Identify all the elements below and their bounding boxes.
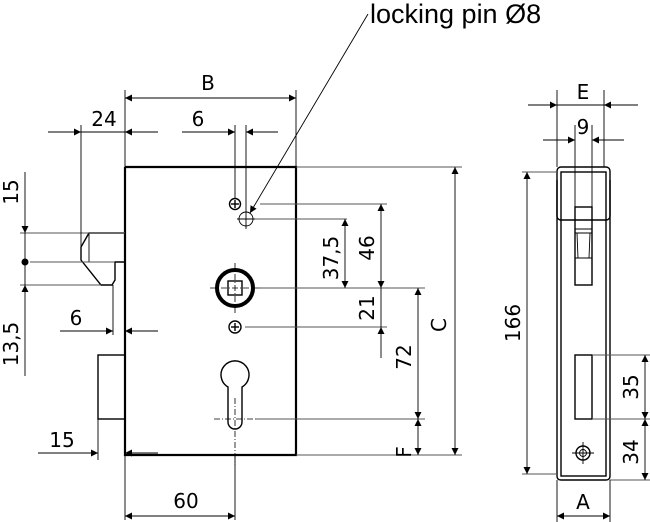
dim-166: 166 bbox=[501, 304, 525, 342]
dim-9: 9 bbox=[577, 115, 590, 139]
dim-6-top: 6 bbox=[192, 107, 205, 131]
dim-6-mid: 6 bbox=[70, 306, 83, 330]
spindle-follower bbox=[210, 263, 260, 313]
front-view: B 24 6 15 13,5 6 15 60 37,5 46 bbox=[0, 0, 541, 520]
dim-13-5: 13,5 bbox=[0, 322, 23, 367]
screw-top bbox=[228, 197, 242, 211]
screw-bottom bbox=[228, 320, 242, 334]
dim-E: E bbox=[577, 80, 590, 104]
bolt-window bbox=[574, 354, 593, 420]
dim-21: 21 bbox=[355, 295, 379, 320]
dim-C: C bbox=[427, 318, 451, 332]
lock-case bbox=[123, 165, 298, 457]
latch-slot bbox=[574, 206, 593, 286]
locking-pin-hole bbox=[237, 210, 255, 229]
forend-screw bbox=[572, 442, 594, 464]
dim-35: 35 bbox=[619, 374, 643, 399]
side-view: E 9 166 35 34 A bbox=[501, 80, 650, 522]
forend-outer bbox=[556, 166, 611, 221]
dim-A: A bbox=[576, 490, 590, 514]
dim-37-5: 37,5 bbox=[319, 236, 343, 281]
cylinder-cutout bbox=[220, 360, 250, 430]
dim-72: 72 bbox=[392, 344, 416, 369]
dim-15-left: 15 bbox=[0, 179, 23, 204]
dim-60: 60 bbox=[173, 489, 198, 513]
locking-pin-callout: locking pin Ø8 bbox=[370, 0, 541, 29]
latch-bolt bbox=[80, 232, 125, 286]
dim-F: F bbox=[392, 446, 416, 458]
dim-B: B bbox=[201, 71, 215, 95]
dim-15-bottom: 15 bbox=[49, 428, 74, 452]
forend-inner bbox=[560, 171, 607, 477]
dead-bolt bbox=[97, 354, 126, 420]
dim-46: 46 bbox=[355, 235, 379, 260]
dim-24: 24 bbox=[91, 107, 116, 131]
latch-center-dot bbox=[21, 258, 29, 266]
dim-34: 34 bbox=[619, 439, 643, 464]
